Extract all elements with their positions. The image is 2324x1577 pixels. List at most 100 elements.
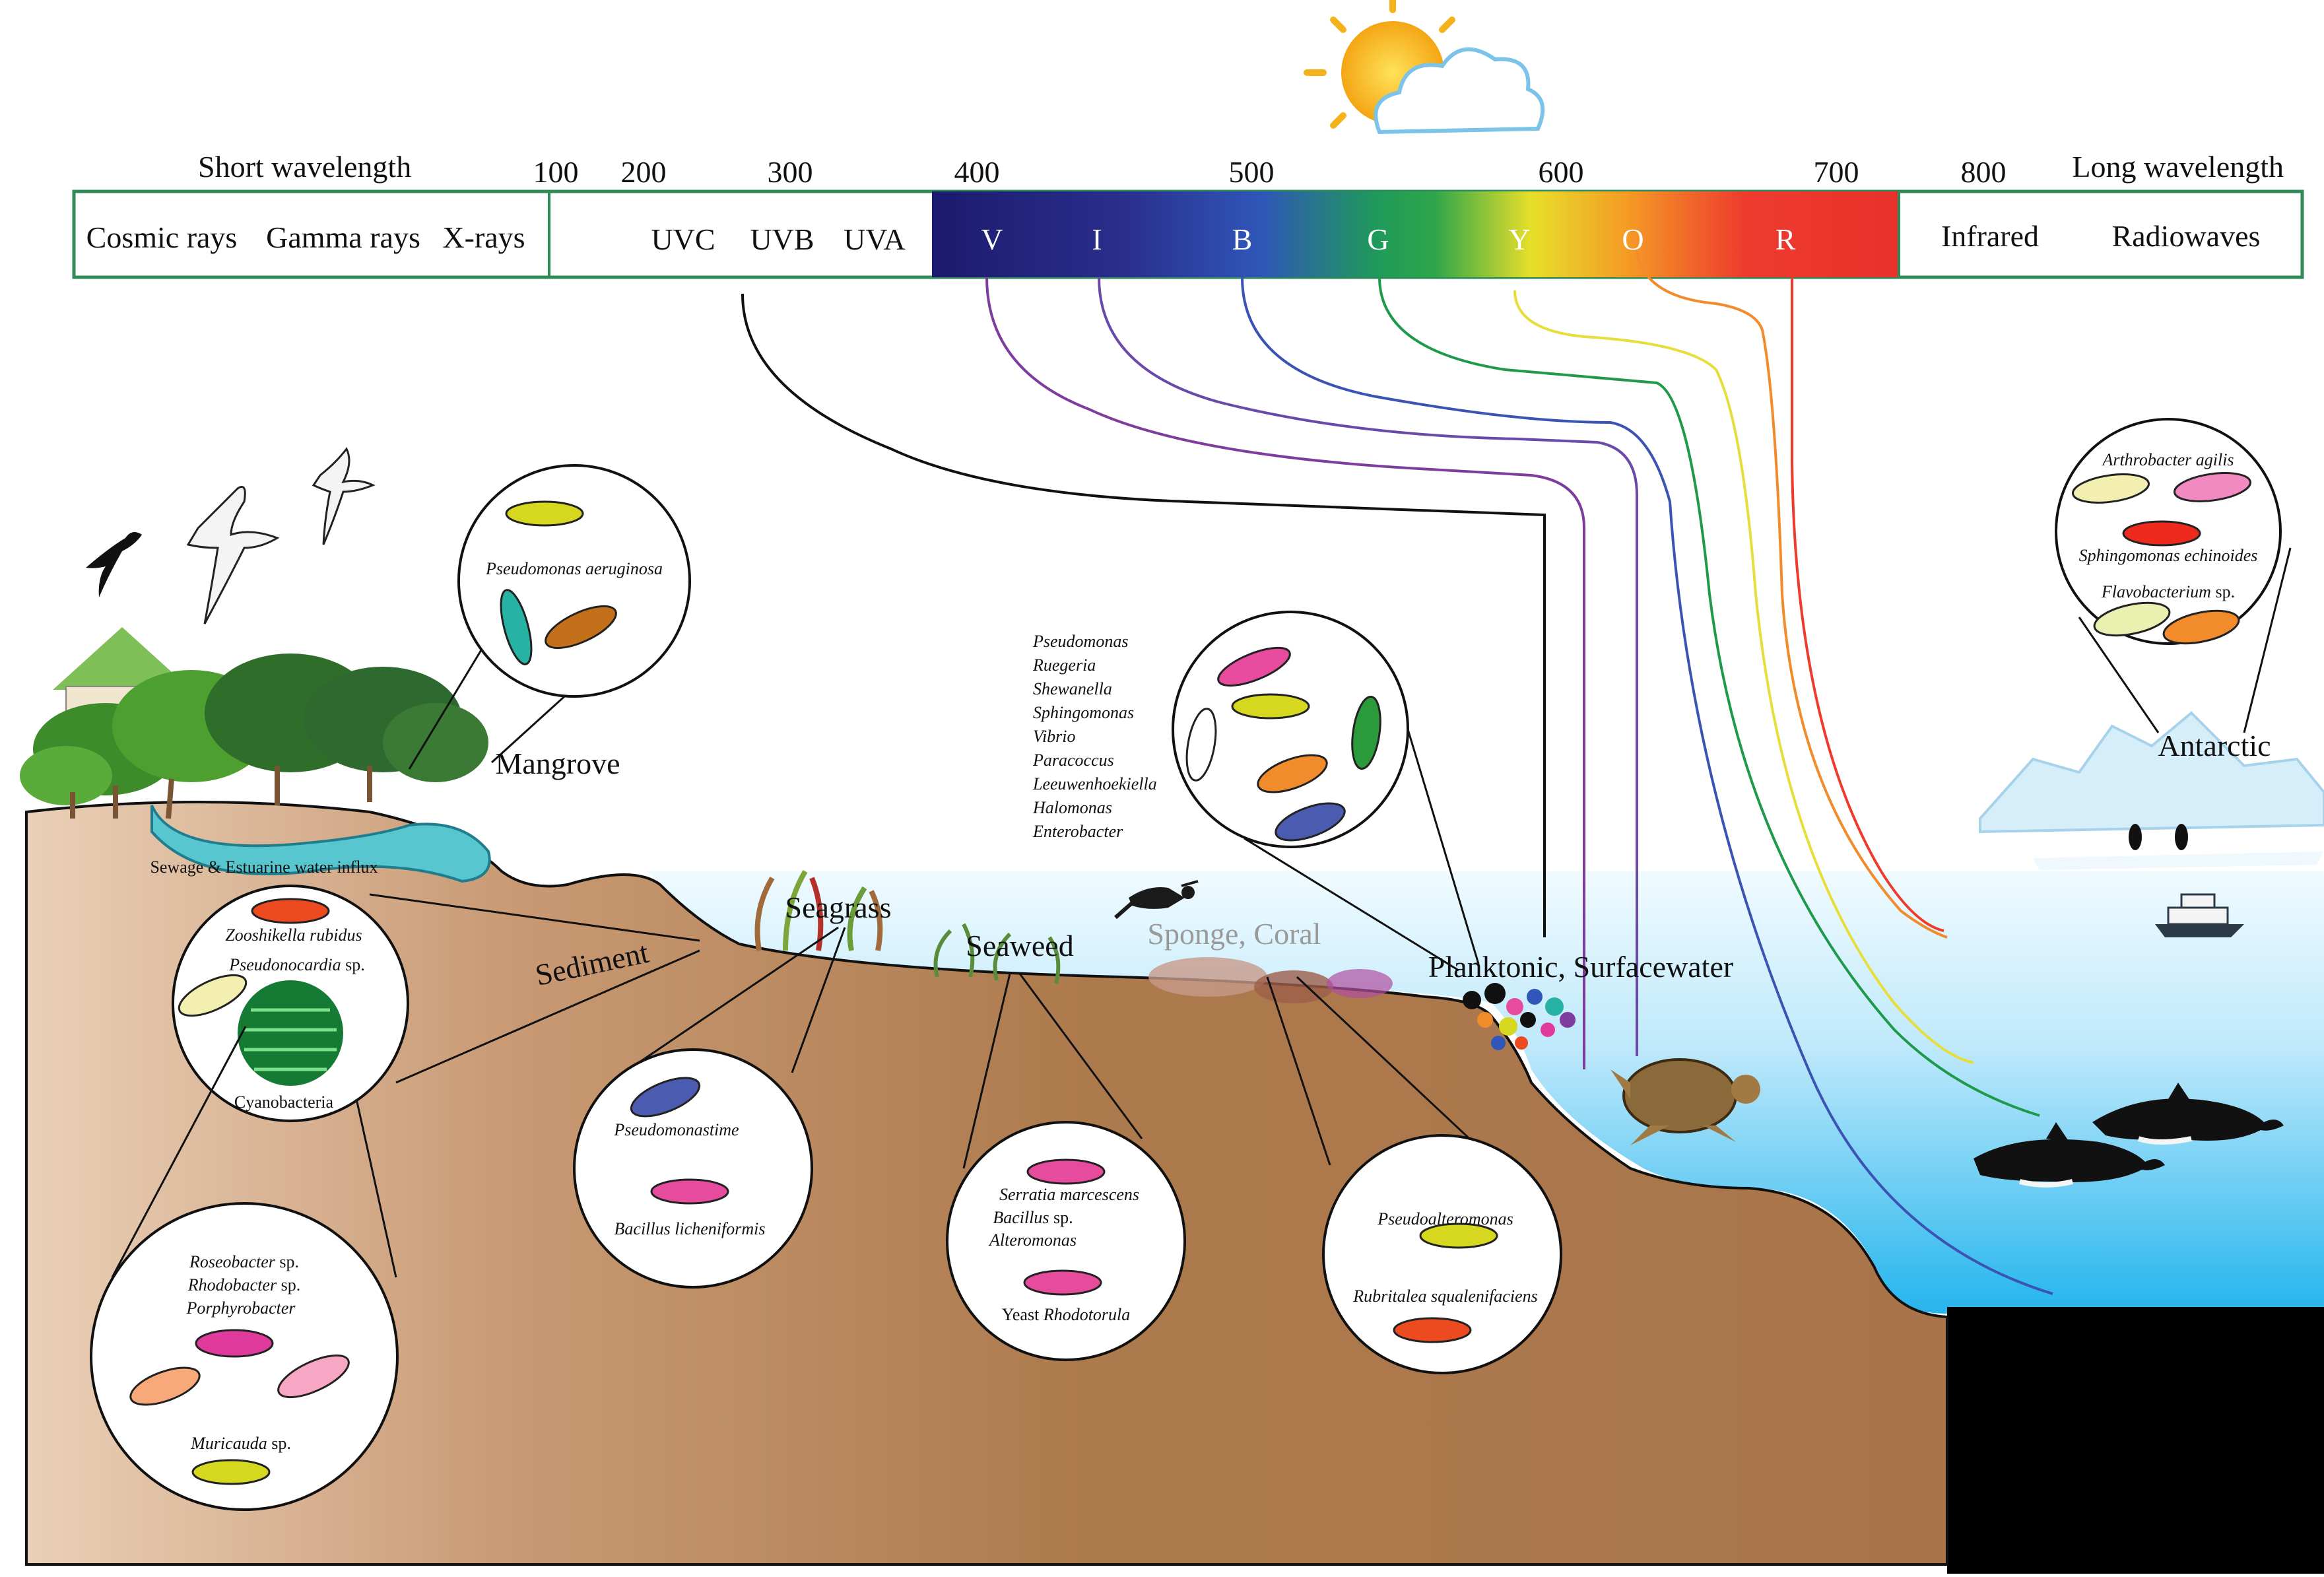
orange-label: O bbox=[1622, 222, 1643, 256]
genus-label: Ruegeria bbox=[1032, 655, 1096, 675]
sponge-coral-bubble: Pseudoalteromonas Rubritalea squalenifac… bbox=[1266, 976, 1562, 1374]
plankton-cluster bbox=[1463, 983, 1576, 1050]
genus-label: Leeuwenhoekiella bbox=[1032, 774, 1157, 793]
species-label: Zooshikella rubidus bbox=[225, 925, 362, 945]
estuary-river bbox=[150, 805, 491, 883]
species-label: Porphyrobacter bbox=[185, 1298, 296, 1318]
gamma-rays-label: Gamma rays bbox=[266, 220, 420, 254]
seagrass-label: Seagrass bbox=[785, 890, 892, 924]
genus-label: Pseudomonas bbox=[1032, 632, 1128, 651]
species-label: Bacillus sp. bbox=[993, 1208, 1073, 1227]
dolphin-icon bbox=[2092, 1083, 2284, 1145]
turtle-icon bbox=[1610, 1058, 1760, 1145]
sediment-bubble-bottom: Roseobacter sp. Rhodobacter sp. Porphyro… bbox=[90, 1026, 399, 1511]
ocean-water bbox=[647, 871, 2324, 1574]
species-label: Alteromonas bbox=[988, 1230, 1077, 1250]
x-rays-label: X-rays bbox=[442, 220, 525, 254]
seagrass-icon bbox=[754, 869, 883, 951]
short-wavelength-label: Short wavelength bbox=[198, 150, 411, 184]
yellow-ray bbox=[1513, 290, 1974, 1064]
penguin-icon bbox=[2129, 824, 2188, 850]
seagrass-bubble: Pseudomonastime Bacillus licheniformis bbox=[573, 926, 846, 1289]
species-label: Sphingomonas echinoides bbox=[2079, 546, 2258, 565]
bacterium-cell bbox=[2122, 520, 2201, 547]
tick-label: 700 bbox=[1814, 155, 1859, 189]
genus-label: Halomonas bbox=[1032, 798, 1112, 817]
gannet-icon bbox=[186, 447, 376, 624]
iceberg-icon bbox=[1979, 711, 2324, 870]
blue-ray bbox=[1241, 277, 2053, 1295]
bacterium-cell bbox=[195, 1329, 274, 1358]
tick-label: 300 bbox=[768, 155, 813, 189]
cyanobacteria-label: Cyanobacteria bbox=[234, 1092, 334, 1112]
planktonic-genera-list: Pseudomonas Ruegeria Shewanella Sphingom… bbox=[1032, 632, 1157, 841]
genus-label: Vibrio bbox=[1033, 727, 1076, 746]
species-label: Muricauda sp. bbox=[190, 1434, 291, 1453]
genus-label: Sphingomonas bbox=[1033, 703, 1134, 722]
bacterium-cell bbox=[650, 1178, 729, 1205]
species-label: Roseobacter sp. bbox=[189, 1252, 299, 1271]
antarctic-bubble: Arthrobacter agilis Sphingomonas echinoi… bbox=[2055, 418, 2292, 733]
frigatebird-icon bbox=[86, 532, 142, 597]
sediment-bubble-top: Zooshikella rubidus Pseudonocardia sp. C… bbox=[172, 885, 700, 1122]
genus-label: Enterobacter bbox=[1032, 822, 1123, 841]
bacterium-cell bbox=[1185, 708, 1217, 782]
bacterium-cell bbox=[1231, 693, 1310, 720]
genus-label: Paracoccus bbox=[1032, 751, 1114, 770]
tick-label: 400 bbox=[954, 155, 1000, 189]
bacterium-cell bbox=[1257, 754, 1328, 793]
bacterium-cell bbox=[277, 1354, 350, 1399]
planktonic-bubble bbox=[1172, 611, 1480, 972]
bacterium-cell bbox=[2071, 473, 2150, 504]
bacterium-cell bbox=[1023, 1269, 1102, 1296]
species-label: Pseudomonastime bbox=[613, 1120, 739, 1139]
ship-icon bbox=[2155, 893, 2244, 937]
infrared-label: Infrared bbox=[1941, 219, 2039, 253]
light-penetration-rays bbox=[741, 250, 2053, 1295]
seaweed-label: Seaweed bbox=[966, 929, 1073, 962]
mangrove-tree-icon bbox=[20, 654, 488, 819]
bacterium-cell bbox=[2162, 609, 2240, 645]
seaweed-bubble: Serratia marcescens Bacillus sp. Alterom… bbox=[946, 973, 1186, 1361]
uvb-label: UVB bbox=[750, 222, 814, 256]
bacterium-cell bbox=[1026, 1158, 1106, 1185]
indigo-label: I bbox=[1092, 222, 1102, 256]
bacterium-cell bbox=[500, 589, 533, 665]
tick-label: 100 bbox=[533, 155, 579, 189]
indigo-ray bbox=[1098, 277, 1638, 1056]
uv-ray bbox=[741, 293, 1546, 937]
bacterium-cell bbox=[545, 605, 617, 650]
tick-label: 600 bbox=[1539, 155, 1584, 189]
yellow-label: Y bbox=[1508, 222, 1530, 256]
species-label: Bacillus licheniformis bbox=[614, 1219, 766, 1238]
green-ray bbox=[1378, 277, 2040, 1117]
tick-label: 500 bbox=[1229, 155, 1275, 189]
blue-label: B bbox=[1232, 222, 1253, 256]
species-label: Arthrobacter agilis bbox=[2101, 450, 2234, 469]
sewage-label: Sewage & Estuarine water influx bbox=[150, 857, 378, 877]
diver-icon bbox=[1114, 880, 1199, 920]
seaweed-icon bbox=[933, 923, 1061, 984]
abyss bbox=[1947, 1307, 2324, 1574]
bacterium-cell bbox=[251, 898, 330, 924]
cloud-icon bbox=[1374, 47, 1545, 135]
violet-label: V bbox=[981, 222, 1003, 256]
visible-light-band bbox=[932, 191, 1899, 277]
species-label: Rhodobacter sp. bbox=[187, 1275, 300, 1294]
mangrove-label: Mangrove bbox=[495, 747, 620, 780]
tick-label: 800 bbox=[1961, 155, 2007, 189]
species-label: Pseudomonas aeruginosa bbox=[485, 559, 663, 578]
uva-label: UVA bbox=[844, 222, 906, 256]
tick-label: 200 bbox=[621, 155, 667, 189]
bacterium-cell bbox=[1351, 695, 1381, 770]
antarctic-label: Antarctic bbox=[2158, 729, 2271, 762]
species-label: Serratia marcescens bbox=[999, 1185, 1139, 1204]
bacterium-cell bbox=[191, 1459, 271, 1485]
bacterium-cell bbox=[630, 1077, 701, 1118]
planktonic-label: Planktonic, Surfacewater bbox=[1428, 950, 1733, 984]
bacterium-cell bbox=[1419, 1223, 1498, 1249]
bacterium-cell bbox=[1393, 1317, 1472, 1343]
long-wavelength-label: Long wavelength bbox=[2072, 150, 2284, 184]
mangrove-bubble: Pseudomonas aeruginosa bbox=[408, 464, 691, 770]
